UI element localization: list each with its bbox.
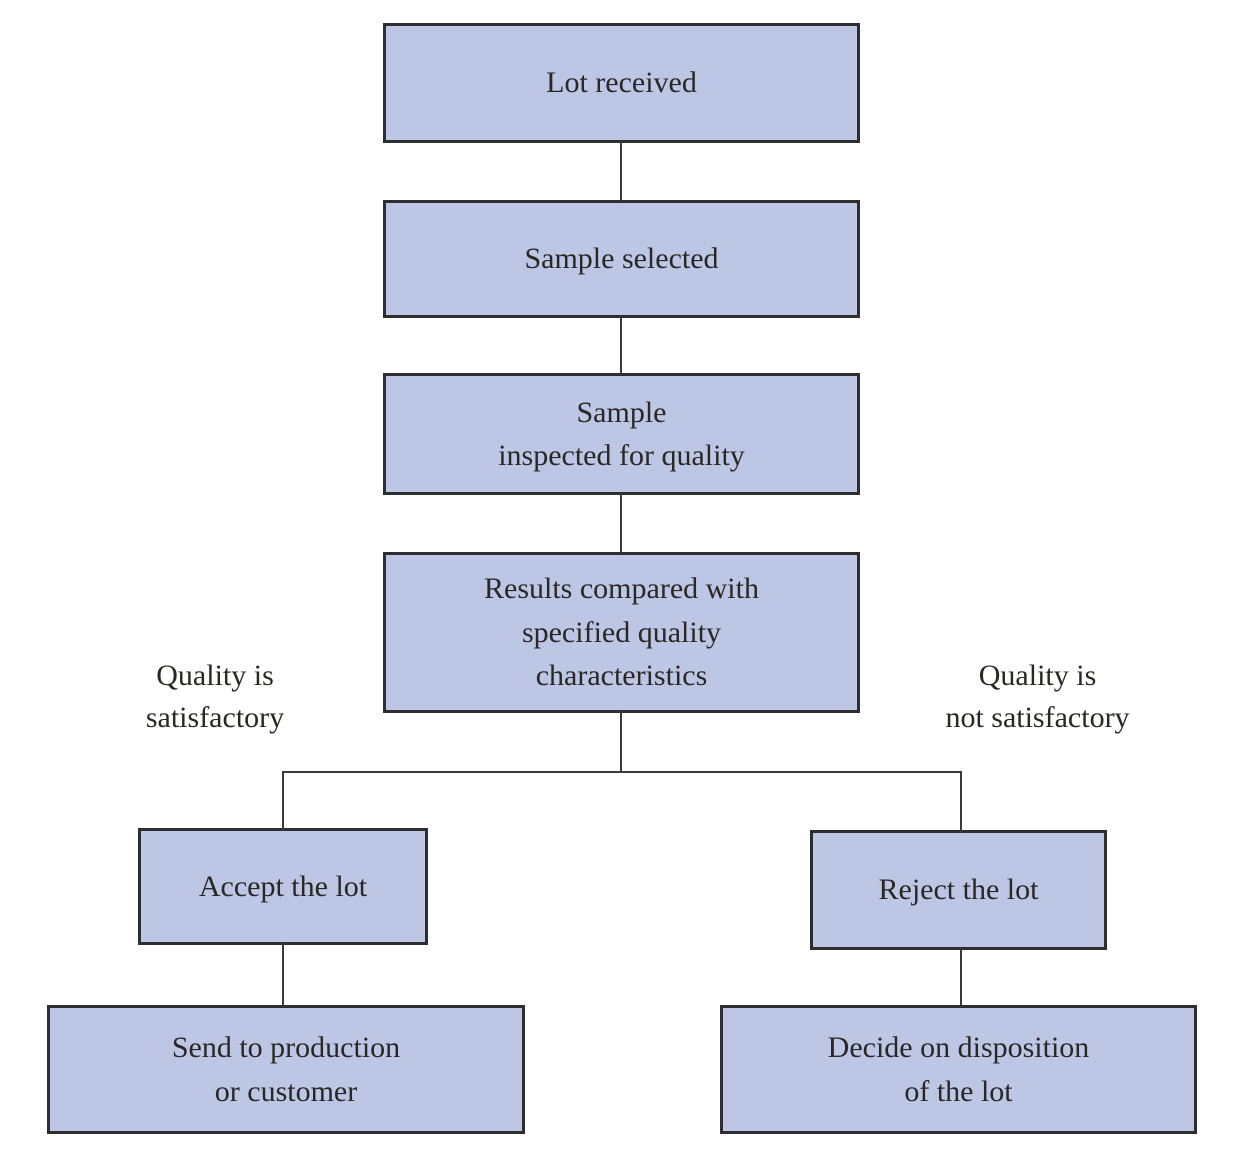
edge-sample-to-inspect: [620, 316, 622, 375]
edge-split-to-accept: [282, 771, 284, 831]
flow-node-sample-selected: Sample selected: [383, 200, 860, 318]
flow-node-reject-lot: Reject the lot: [810, 830, 1107, 950]
edge-inspect-to-results: [620, 493, 622, 554]
edge-branch-horizontal: [282, 771, 962, 773]
flow-node-send-production: Send to production or customer: [47, 1005, 525, 1134]
branch-label-not-satisfactory: Quality is not satisfactory: [945, 659, 1130, 734]
flow-node-sample-inspected: Sample inspected for quality: [383, 373, 860, 495]
flow-node-results-compared: Results compared with specified quality …: [383, 552, 860, 713]
edge-results-to-split: [620, 711, 622, 773]
flow-node-lot-received: Lot received: [383, 23, 860, 143]
edge-lot-to-sample: [620, 141, 622, 202]
flow-node-accept-lot: Accept the lot: [138, 828, 428, 945]
flow-node-decide-disposition: Decide on disposition of the lot: [720, 1005, 1197, 1134]
edge-reject-to-decide: [960, 948, 962, 1007]
branch-label-satisfactory: Quality is satisfactory: [145, 659, 285, 734]
edge-split-to-reject: [960, 771, 962, 833]
edge-accept-to-send: [282, 943, 284, 1007]
